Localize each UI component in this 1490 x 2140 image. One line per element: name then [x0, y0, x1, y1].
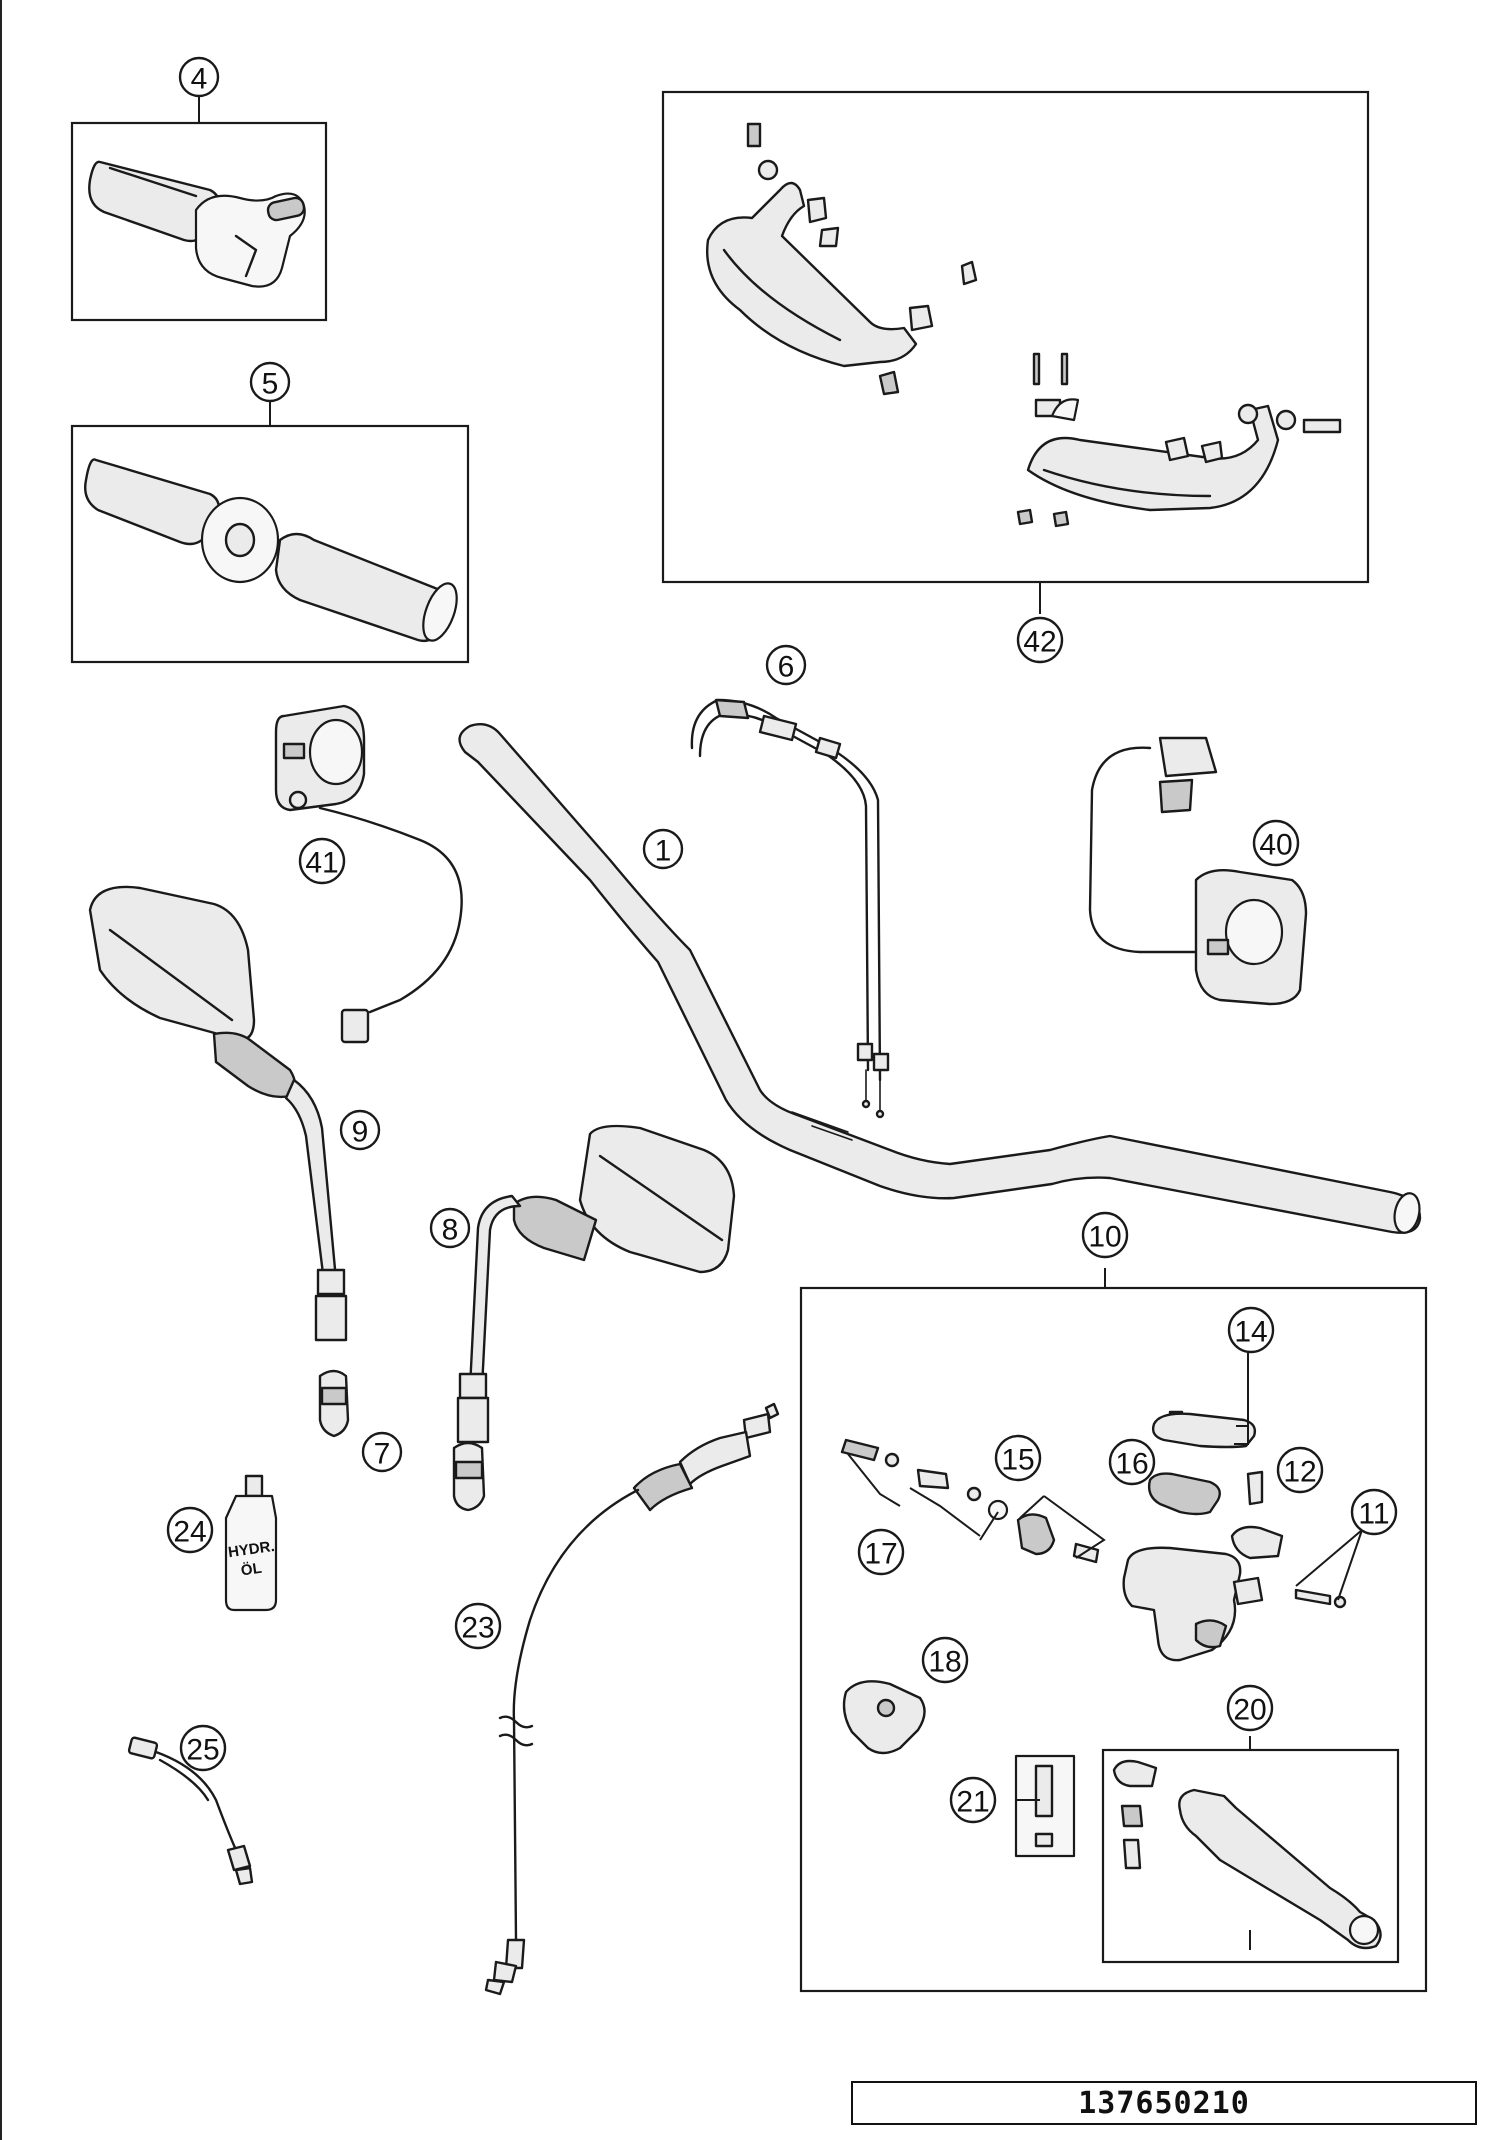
drawing-number-box: 137650210: [851, 2081, 1477, 2125]
callout-9: 9: [339, 1109, 381, 1151]
callout-20: 20: [1226, 1684, 1274, 1732]
drawing-number: 137650210: [1078, 2085, 1250, 2121]
svg-text:5: 5: [262, 368, 279, 401]
left-hand-switch: [274, 704, 463, 1044]
left-mirror: [88, 885, 348, 1342]
throttle-grip-assembly: [88, 160, 306, 288]
right-mirror: [456, 1124, 736, 1444]
callout-4: 4: [178, 56, 220, 98]
frame-part-42: [661, 90, 1370, 584]
bottle-label-line2: ÖL: [240, 1560, 263, 1580]
callout-1: 1: [642, 828, 684, 870]
callout-6: 6: [765, 644, 807, 686]
hand-guard-set: [706, 122, 1342, 528]
svg-text:14: 14: [1234, 1316, 1267, 1349]
svg-text:10: 10: [1088, 1221, 1121, 1254]
callout-24: 24: [166, 1506, 214, 1554]
svg-text:17: 17: [864, 1538, 897, 1571]
callout-40: 40: [1252, 819, 1300, 867]
handlebar: [458, 723, 1422, 1234]
hydraulic-line: [484, 1402, 780, 1996]
svg-text:41: 41: [305, 847, 338, 880]
grip-set: [84, 458, 458, 643]
svg-text:23: 23: [461, 1612, 494, 1645]
svg-text:20: 20: [1233, 1694, 1266, 1727]
callout-12: 12: [1276, 1446, 1324, 1494]
callout-41: 41: [298, 837, 346, 885]
svg-text:21: 21: [956, 1786, 989, 1819]
callout-16: 16: [1108, 1438, 1156, 1486]
mirror-adapters: [318, 1369, 486, 1512]
callout-25: 25: [179, 1724, 227, 1772]
callout-23: 23: [454, 1602, 502, 1650]
svg-text:4: 4: [191, 63, 208, 96]
callout-8: 8: [429, 1207, 471, 1249]
frame-part-10: [799, 1286, 1428, 1993]
svg-text:24: 24: [173, 1516, 206, 1549]
throttle-cables: [690, 698, 890, 1119]
svg-text:11: 11: [1358, 1498, 1389, 1531]
hydraulic-oil-bottle: [224, 1474, 278, 1612]
callout-42: 42: [1016, 616, 1064, 664]
svg-text:7: 7: [374, 1438, 391, 1471]
svg-text:9: 9: [352, 1116, 369, 1149]
svg-text:16: 16: [1115, 1448, 1148, 1481]
callout-10: 10: [1081, 1211, 1129, 1259]
callout-17: 17: [857, 1528, 905, 1576]
svg-text:12: 12: [1283, 1456, 1316, 1489]
svg-text:25: 25: [186, 1734, 219, 1767]
svg-text:1: 1: [655, 835, 672, 868]
leader-lines: [198, 95, 1363, 1950]
svg-text:6: 6: [778, 651, 795, 684]
svg-text:8: 8: [442, 1214, 459, 1247]
svg-text:18: 18: [928, 1646, 961, 1679]
callout-14: 14: [1227, 1306, 1275, 1354]
callout-7: 7: [361, 1431, 403, 1473]
right-hand-switch: [1088, 736, 1308, 1006]
brake-light-switch-cable: [127, 1736, 254, 1886]
callout-5: 5: [249, 361, 291, 403]
callout-11: 11: [1350, 1488, 1398, 1536]
callout-15: 15: [994, 1434, 1042, 1482]
callout-18: 18: [921, 1636, 969, 1684]
svg-text:42: 42: [1023, 626, 1056, 659]
page-border-left: [0, 0, 2, 2140]
callout-21: 21: [949, 1776, 997, 1824]
bottle-label-line1: HYDR.: [227, 1538, 276, 1561]
svg-text:40: 40: [1259, 829, 1292, 862]
svg-text:15: 15: [1001, 1444, 1034, 1477]
